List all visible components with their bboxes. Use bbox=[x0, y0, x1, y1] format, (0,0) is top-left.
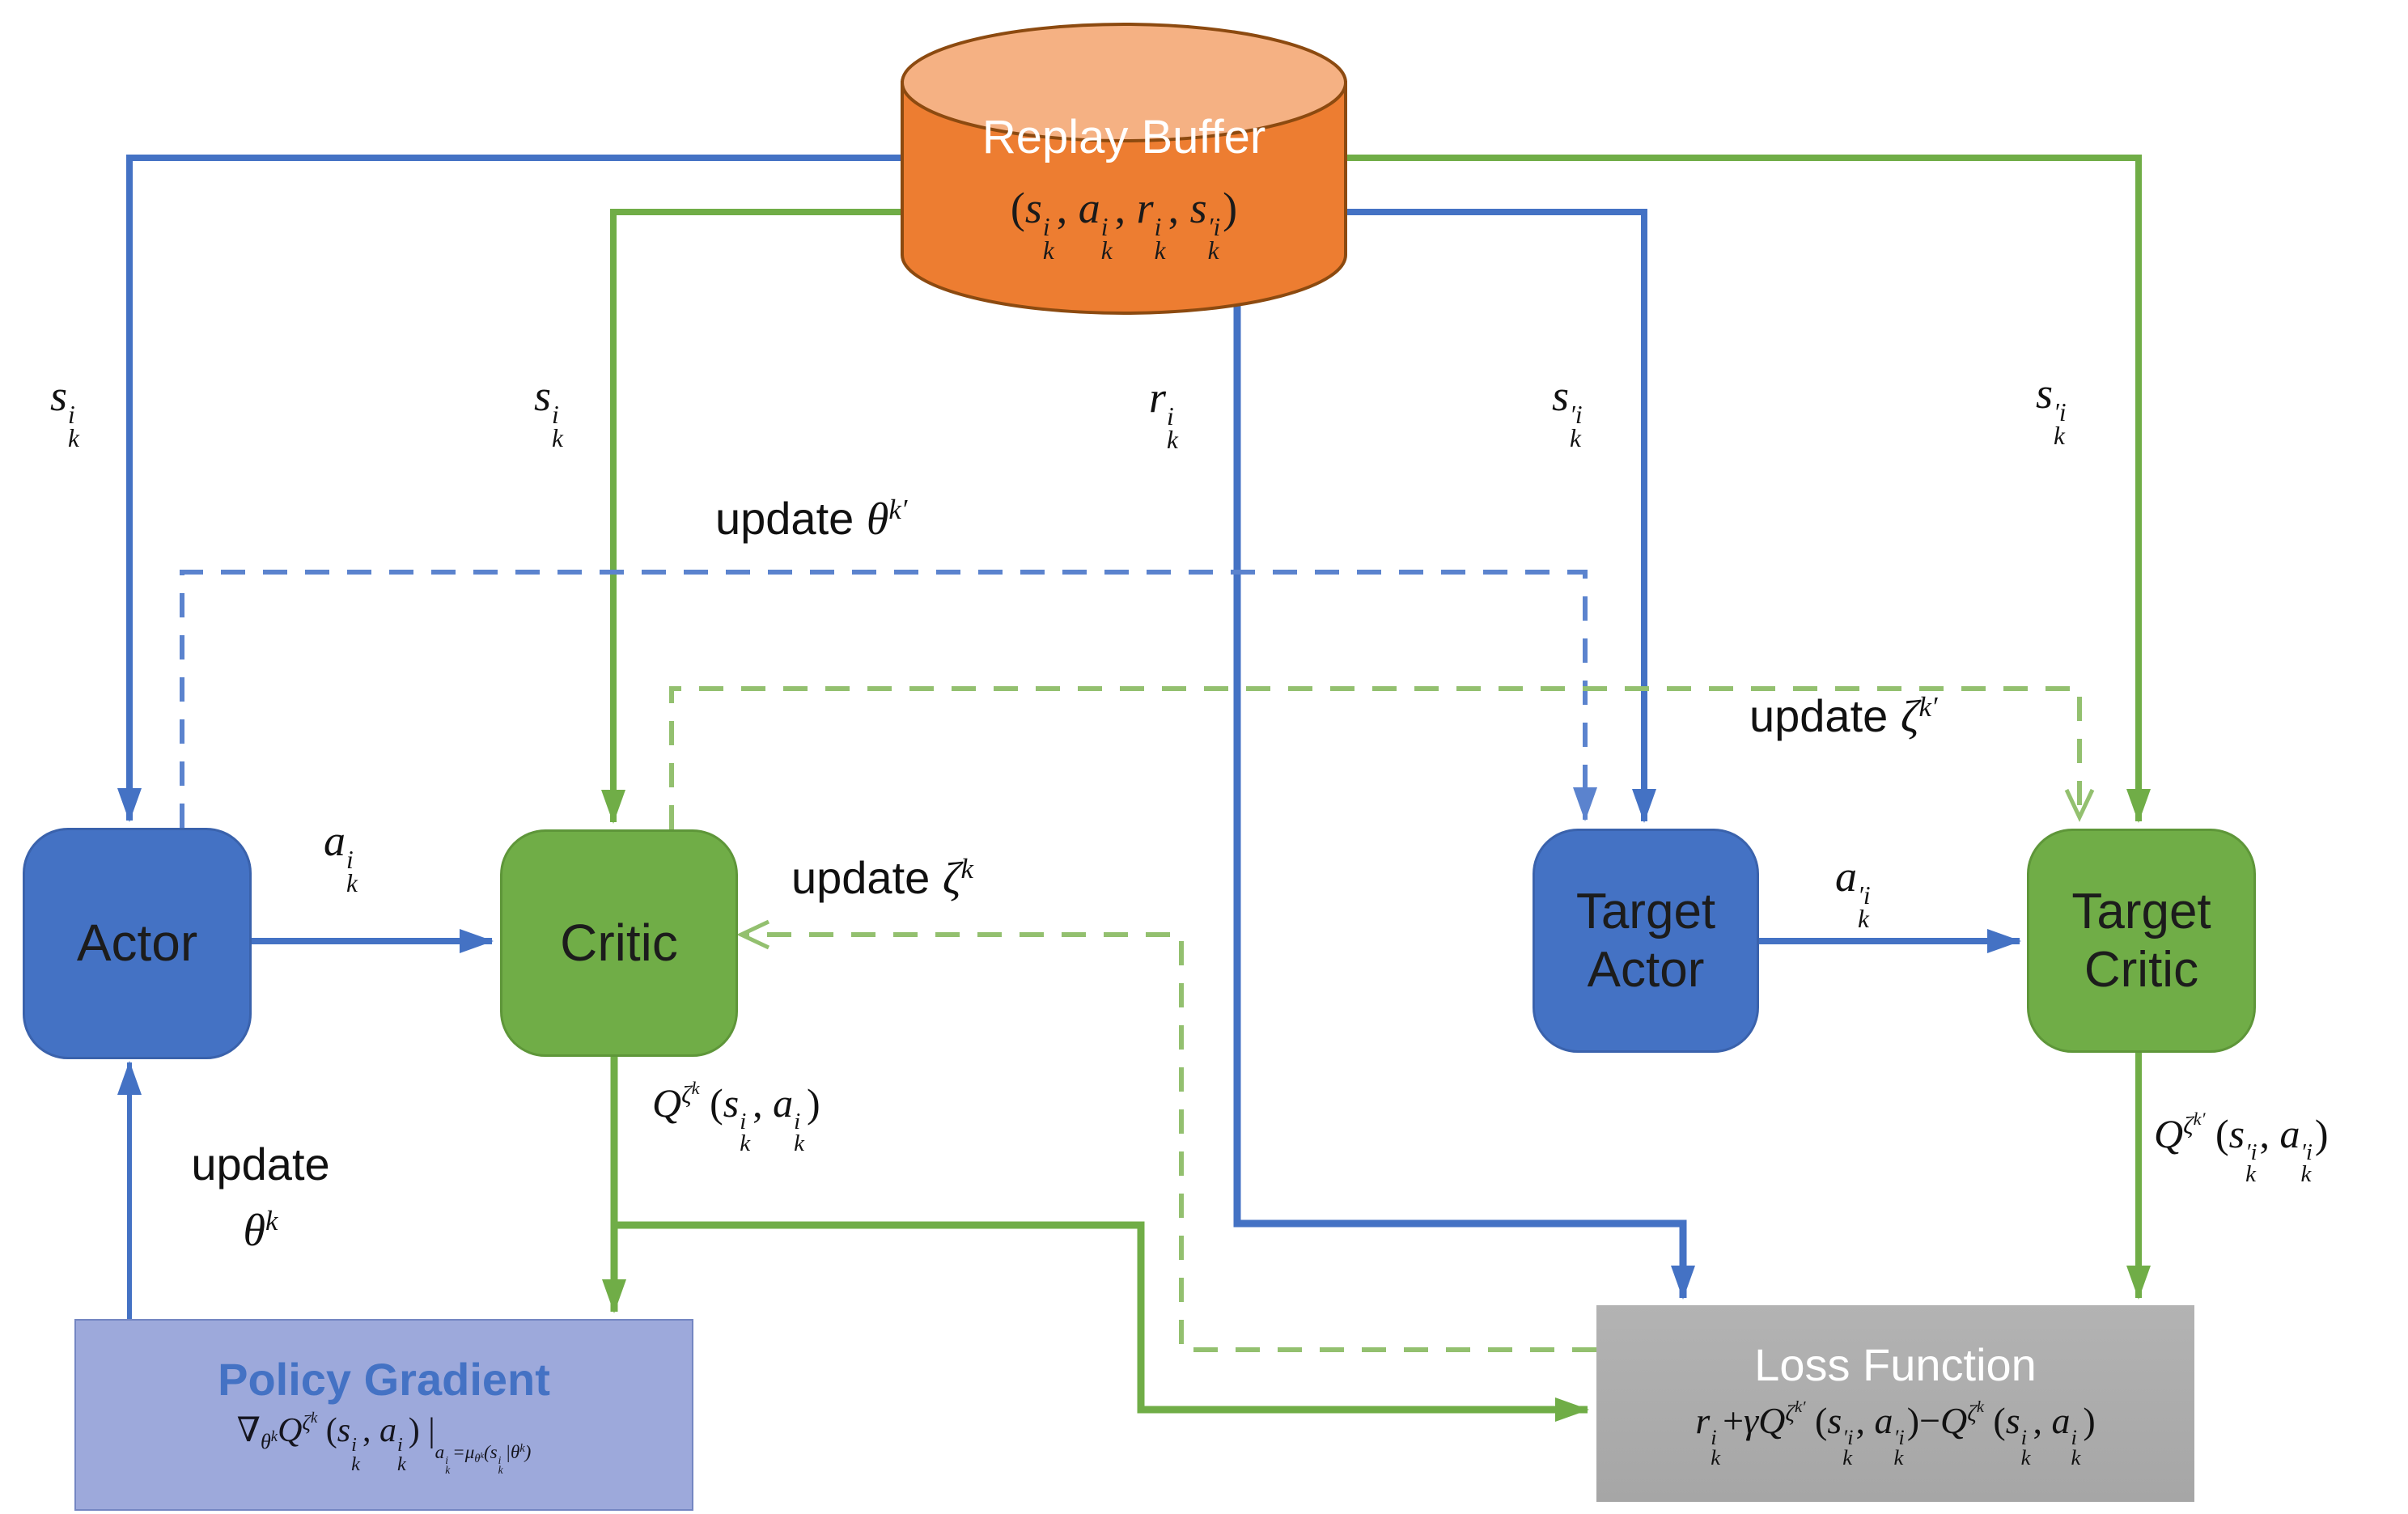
edge-update-zeta-target bbox=[669, 686, 2095, 829]
critic-box: Critic bbox=[500, 829, 738, 1057]
update-zeta-target-label: update ζk′ bbox=[1749, 690, 1938, 742]
target-critic-box: Target Critic bbox=[2027, 829, 2256, 1053]
update-theta-symbol: θk bbox=[243, 1205, 278, 1257]
update-theta-target-label: update θk′ bbox=[715, 493, 908, 545]
edge-buffer-to-target-critic bbox=[1124, 155, 2151, 823]
edge-update-zeta-critic bbox=[736, 919, 1596, 1352]
update-theta-word: update bbox=[191, 1139, 330, 1190]
update-zeta-label: update ζk bbox=[791, 852, 973, 904]
actor-title: Actor bbox=[76, 914, 198, 973]
loss-function-title: Loss Function bbox=[1754, 1338, 2037, 1390]
edge-critic-q-to-loss bbox=[614, 1221, 1589, 1422]
update-theta-label: update θk bbox=[172, 1131, 350, 1264]
edge-reward-to-loss bbox=[1233, 243, 1695, 1300]
edge-buffer-to-actor bbox=[117, 155, 1124, 822]
replay-buffer-cylinder bbox=[901, 23, 1347, 315]
cylinder-body bbox=[901, 81, 1347, 315]
target-actor-box: Target Actor bbox=[1533, 829, 1759, 1053]
policy-gradient-title: Policy Gradient bbox=[218, 1353, 550, 1405]
critic-title: Critic bbox=[560, 913, 678, 972]
target-critic-title: Target Critic bbox=[2071, 884, 2211, 998]
target-actor-title: Target Actor bbox=[1575, 884, 1716, 998]
cylinder-top bbox=[901, 23, 1347, 142]
replay-buffer-title: Replay Buffer bbox=[981, 111, 1266, 163]
actor-box: Actor bbox=[23, 828, 252, 1059]
edge-update-theta-target bbox=[180, 570, 1597, 828]
